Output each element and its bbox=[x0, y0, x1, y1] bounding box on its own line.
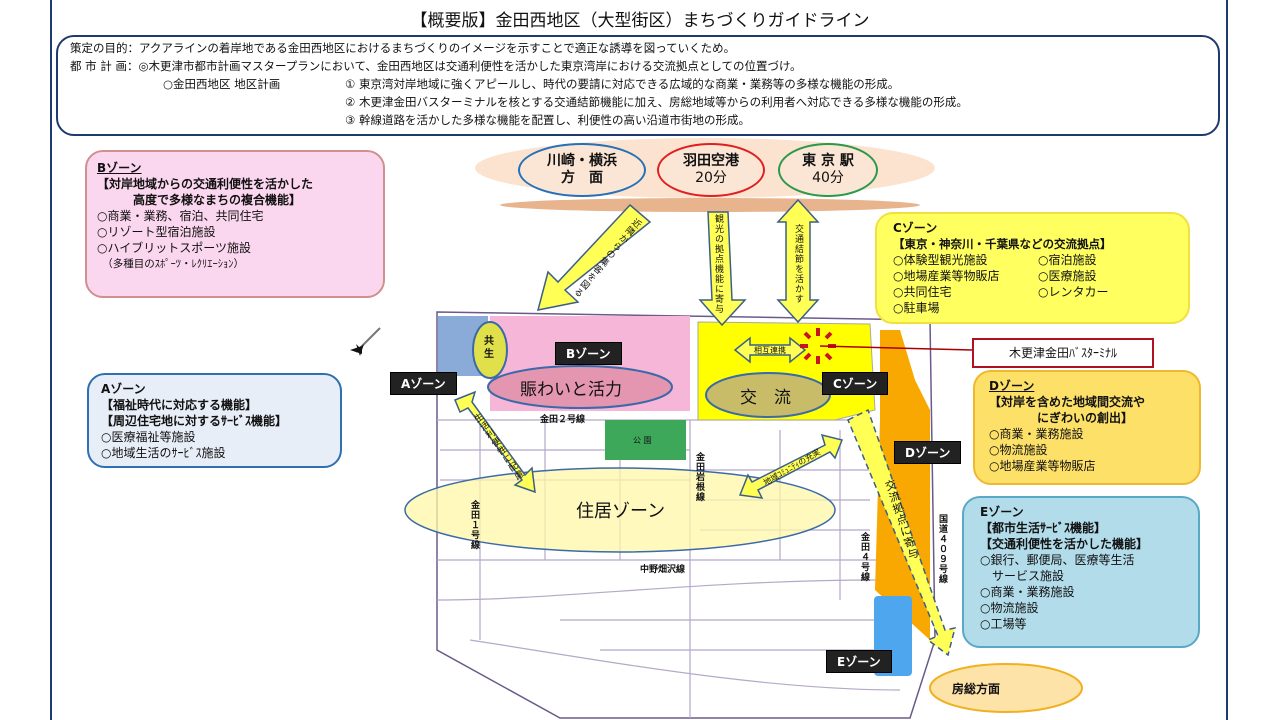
park-area bbox=[605, 420, 686, 460]
map-label-zone-b: Bゾーン bbox=[555, 342, 622, 365]
plan-item: ① 東京湾対岸地域に強くアピールし、時代の要請に対応できる広域的な商業・業務等の… bbox=[345, 77, 900, 91]
destination-shadow bbox=[500, 198, 920, 212]
north-arrow-icon bbox=[350, 327, 381, 356]
arrow-shape bbox=[776, 198, 820, 324]
zone-item: ○医療福祉等施設 bbox=[101, 430, 196, 444]
road-label: 中野畑沢線 bbox=[640, 565, 686, 575]
zone-item: ○宿泊施設 bbox=[1038, 253, 1097, 267]
map-label-zone-c: Cゾーン bbox=[822, 372, 889, 395]
zone-d-box: Dゾーン 【対岸を含めた地域間交流や にぎわいの創出】 ○商業・業務施設 ○物流施… bbox=[973, 370, 1201, 485]
zone-a-box: Aゾーン 【福祉時代に対応する機能】 【周辺住宅地に対するｻｰﾋﾞｽ機能】 ○医… bbox=[87, 373, 342, 468]
residential-zone-label: 住居ゾーン bbox=[576, 501, 666, 522]
zone-name: Dゾーン bbox=[989, 379, 1035, 393]
zone-item: ○物流施設 bbox=[989, 443, 1048, 457]
arrow-shape bbox=[454, 390, 536, 494]
arrow-label: 相互連携 bbox=[754, 346, 786, 355]
arrow-label: 観光の拠点機能に寄与 bbox=[713, 214, 723, 314]
nigiwai-ellipse bbox=[487, 365, 673, 409]
plan-item: ② 木更津金田バスターミナルを核とする交通結節機能に加え、房総地域等からの利用者… bbox=[345, 95, 968, 109]
zone-item: ○駐車場 bbox=[893, 301, 940, 315]
plan-text: 都 市 計 画：◎木更津市都市計画マスタープランにおいて、金田西地区は交通利便性… bbox=[70, 59, 802, 73]
arrow-shape bbox=[738, 433, 844, 499]
zone-item: ○共同住宅 bbox=[893, 285, 952, 299]
zone-b-box: Bゾーン 【対岸地域からの交通利便性を活かした 高度で多様なまちの複合機能】 ○… bbox=[85, 150, 385, 298]
park-label: 公 園 bbox=[633, 436, 652, 445]
destination-time: 40分 bbox=[812, 170, 844, 186]
zone-e-box: Eゾーン 【都市生活ｻｰﾋﾞｽ機能】 【交通利便性を活かした機能】 ○銀行、郵便… bbox=[962, 496, 1200, 648]
zone-item: ○医療施設 bbox=[1038, 269, 1097, 283]
boso-ellipse bbox=[929, 663, 1083, 713]
zone-theme: 【対岸地域からの交通利便性を活かした 高度で多様なまちの複合機能】 bbox=[97, 177, 314, 207]
arrow-shape bbox=[698, 211, 747, 327]
map-label-zone-a: Aゾーン bbox=[390, 372, 457, 395]
district-plan-label: ○金田西地区 地区計画 bbox=[163, 77, 281, 91]
zone-item: ○銀行、郵便局、医療等生活 サービス施設 bbox=[980, 553, 1135, 583]
road-label: 金田１号線 bbox=[469, 500, 479, 550]
destination-time: 20分 bbox=[695, 170, 727, 186]
arrow-shape bbox=[536, 203, 652, 311]
zone-item: ○地場産業等物販店 bbox=[893, 269, 1000, 283]
zone-name: Aゾーン bbox=[101, 382, 146, 396]
destination-name: 東 京 駅 bbox=[802, 153, 854, 169]
kyosei-label: 共生 bbox=[484, 336, 494, 360]
kyosei-ellipse bbox=[472, 321, 508, 379]
zone-item: ○商業・業務施設 bbox=[980, 585, 1075, 599]
map-label-zone-e: Eゾーン bbox=[826, 650, 892, 673]
destination-kawasaki: 川崎・横浜方 面 bbox=[518, 143, 646, 197]
summary-box: 策定の目的：アクアラインの着岸地である金田西地区におけるまちづくりのイメージを示… bbox=[56, 35, 1220, 136]
zone-item: ○商業・業務、宿泊、共同住宅 bbox=[97, 209, 264, 223]
page-title: 【概要版】金田西地区（大型街区）まちづくりガイドライン bbox=[410, 11, 870, 31]
bus-terminal-label: 木更津金田ﾊﾞｽﾀｰﾐﾅﾙ bbox=[972, 338, 1154, 368]
zone-name: Cゾーン bbox=[893, 221, 938, 235]
road-label: 金田２号線 bbox=[540, 415, 586, 425]
bus-terminal-leader bbox=[819, 345, 973, 351]
arrow-shape bbox=[733, 336, 807, 364]
road-label: 国道４０９号線 bbox=[937, 514, 947, 584]
boso-label: 房総方面 bbox=[952, 682, 1001, 696]
zone-theme: 【都市生活ｻｰﾋﾞｽ機能】 【交通利便性を活かした機能】 bbox=[980, 521, 1149, 551]
zone-theme: 【福祉時代に対応する機能】 【周辺住宅地に対するｻｰﾋﾞｽ機能】 bbox=[101, 398, 288, 428]
zone-theme: 【対岸を含めた地域間交流や にぎわいの創出】 bbox=[989, 395, 1146, 425]
zone-name: Eゾーン bbox=[980, 505, 1024, 519]
destination-name: 川崎・横浜 bbox=[547, 153, 617, 169]
arrows bbox=[454, 198, 957, 657]
bus-terminal-icon bbox=[800, 328, 836, 364]
arrow-shape bbox=[847, 408, 957, 657]
zone-item: ○ハイブリットスポーツ施設 bbox=[97, 241, 251, 255]
koryu-label: 交 流 bbox=[740, 388, 791, 408]
destination-detail: 方 面 bbox=[561, 170, 603, 186]
zone-item: ○レンタカー bbox=[1038, 285, 1109, 299]
map-label-zone-d: Dゾーン bbox=[894, 441, 962, 464]
page-frame bbox=[50, 0, 1228, 720]
residential-ellipse bbox=[404, 467, 836, 553]
zone-item: ○商業・業務施設 bbox=[989, 427, 1084, 441]
road-label: 金田岩根線 bbox=[694, 452, 704, 502]
zone-item: （多種目のｽﾎﾟｰﾂ・ﾚｸﾘｴｰｼｮﾝ） bbox=[97, 258, 244, 270]
zone-c-box: Cゾーン 【東京・神奈川・千葉県などの交流拠点】 ○体験型観光施設 ○宿泊施設 ○地… bbox=[875, 212, 1190, 324]
koryu-ellipse bbox=[705, 372, 831, 418]
zone-item: ○地場産業等物販店 bbox=[989, 459, 1096, 473]
zone-item: ○体験型観光施設 bbox=[893, 253, 988, 267]
zone-theme: 【東京・神奈川・千葉県などの交流拠点】 bbox=[893, 237, 1112, 251]
zone-item: ○リゾート型宿泊施設 bbox=[97, 225, 216, 239]
zone-item: ○地域生活のｻｰﾋﾞｽ施設 bbox=[101, 446, 226, 460]
zone-item: ○工場等 bbox=[980, 617, 1027, 631]
zone-item: ○物流施設 bbox=[980, 601, 1039, 615]
nigiwai-label: 賑わいと活力 bbox=[520, 380, 622, 400]
purpose-text: 策定の目的：アクアラインの着岸地である金田西地区におけるまちづくりのイメージを示… bbox=[70, 41, 736, 55]
plan-item: ③ 幹線道路を活かした多様な機能を配置し、利便性の高い沿道市街地の形成。 bbox=[345, 113, 750, 127]
destination-name: 羽田空港 bbox=[683, 153, 739, 169]
arrow-label: 交通結節を活かす bbox=[793, 224, 803, 304]
zone-name: Bゾーン bbox=[97, 161, 142, 175]
road-label: 金田４号線 bbox=[859, 532, 869, 582]
